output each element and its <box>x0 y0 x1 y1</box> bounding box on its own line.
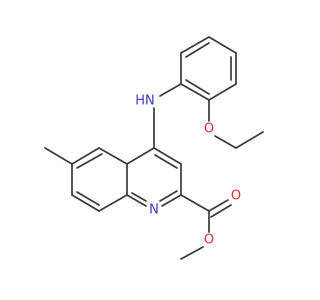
bond <box>161 194 182 207</box>
bond <box>214 135 237 149</box>
bond <box>185 79 210 95</box>
bond <box>44 147 73 165</box>
bond <box>180 194 210 212</box>
bond <box>235 131 264 149</box>
atom-nh-label: HN <box>135 94 155 109</box>
bond <box>159 190 178 202</box>
bond <box>76 153 103 169</box>
bond <box>76 191 100 206</box>
bonds <box>44 36 264 260</box>
bond <box>208 83 237 101</box>
atom-o-carbonyl-label: O <box>231 189 241 204</box>
molecule-canvas: HN N O O O <box>44 36 264 260</box>
bond <box>131 192 147 202</box>
bond <box>185 42 210 58</box>
bond <box>180 83 210 101</box>
bond <box>126 147 155 165</box>
bond <box>126 194 147 207</box>
bond <box>98 147 128 165</box>
atom-o-ether-label: O <box>204 122 214 137</box>
structure-diagram: HN N O O O <box>44 36 264 260</box>
atom-n-ring-label: N <box>149 203 159 218</box>
bond <box>98 194 128 212</box>
bond <box>154 154 178 169</box>
bond <box>180 246 204 260</box>
atom-o-ester-label: O <box>204 233 214 248</box>
bond <box>180 36 210 54</box>
bond <box>159 83 182 97</box>
bond <box>210 204 232 218</box>
bond <box>153 147 182 165</box>
bond <box>71 147 100 165</box>
bond <box>71 194 100 212</box>
bond <box>208 199 229 212</box>
atom-labels: HN N O O O <box>135 94 241 248</box>
bond <box>208 36 237 54</box>
